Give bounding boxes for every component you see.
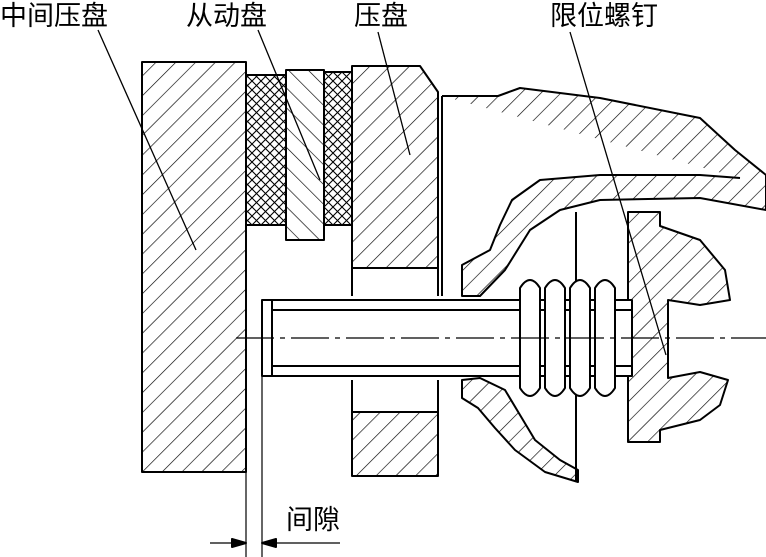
label-pressure-plate: 压盘 <box>354 1 408 32</box>
label-limit-screw: 限位螺钉 <box>550 1 658 32</box>
label-clearance: 间隙 <box>286 505 340 536</box>
driven-disc-steel <box>285 69 325 241</box>
leader-pressure-plate <box>377 31 411 156</box>
intermediate-plate-section <box>141 61 247 473</box>
label-intermediate-plate: 中间压盘 <box>0 1 108 32</box>
clutch-cover-upper <box>442 87 766 297</box>
leader-limit-screw <box>569 31 667 356</box>
label-driven-disc: 从动盘 <box>186 1 267 32</box>
friction-lining-left <box>245 74 287 226</box>
leader-driven-disc <box>257 29 321 181</box>
friction-lining-right <box>323 71 353 226</box>
pressure-plate-lower <box>351 411 439 477</box>
limit-screw-head <box>627 211 731 443</box>
pressure-plate-upper <box>351 65 439 269</box>
clutch-cover-lower <box>461 377 579 483</box>
leader-intermediate-plate <box>97 29 197 251</box>
